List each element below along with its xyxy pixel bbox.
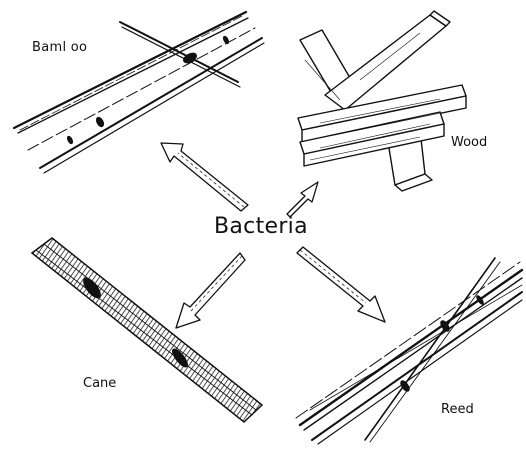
arrow-to-bamboo bbox=[161, 143, 248, 211]
arrow-to-cane bbox=[176, 253, 245, 328]
wood-planks-icon bbox=[298, 11, 466, 191]
bacteria-label: Bacteria bbox=[214, 214, 308, 239]
reed-label: Reed bbox=[441, 402, 474, 417]
reed-stalks-icon bbox=[296, 258, 522, 444]
wood-label: Wood bbox=[451, 135, 487, 150]
bamboo-stalks-icon bbox=[14, 12, 264, 173]
bamboo-label: Baml oo bbox=[32, 40, 87, 55]
cane-label: Cane bbox=[83, 376, 116, 391]
arrow-to-wood bbox=[287, 182, 318, 217]
